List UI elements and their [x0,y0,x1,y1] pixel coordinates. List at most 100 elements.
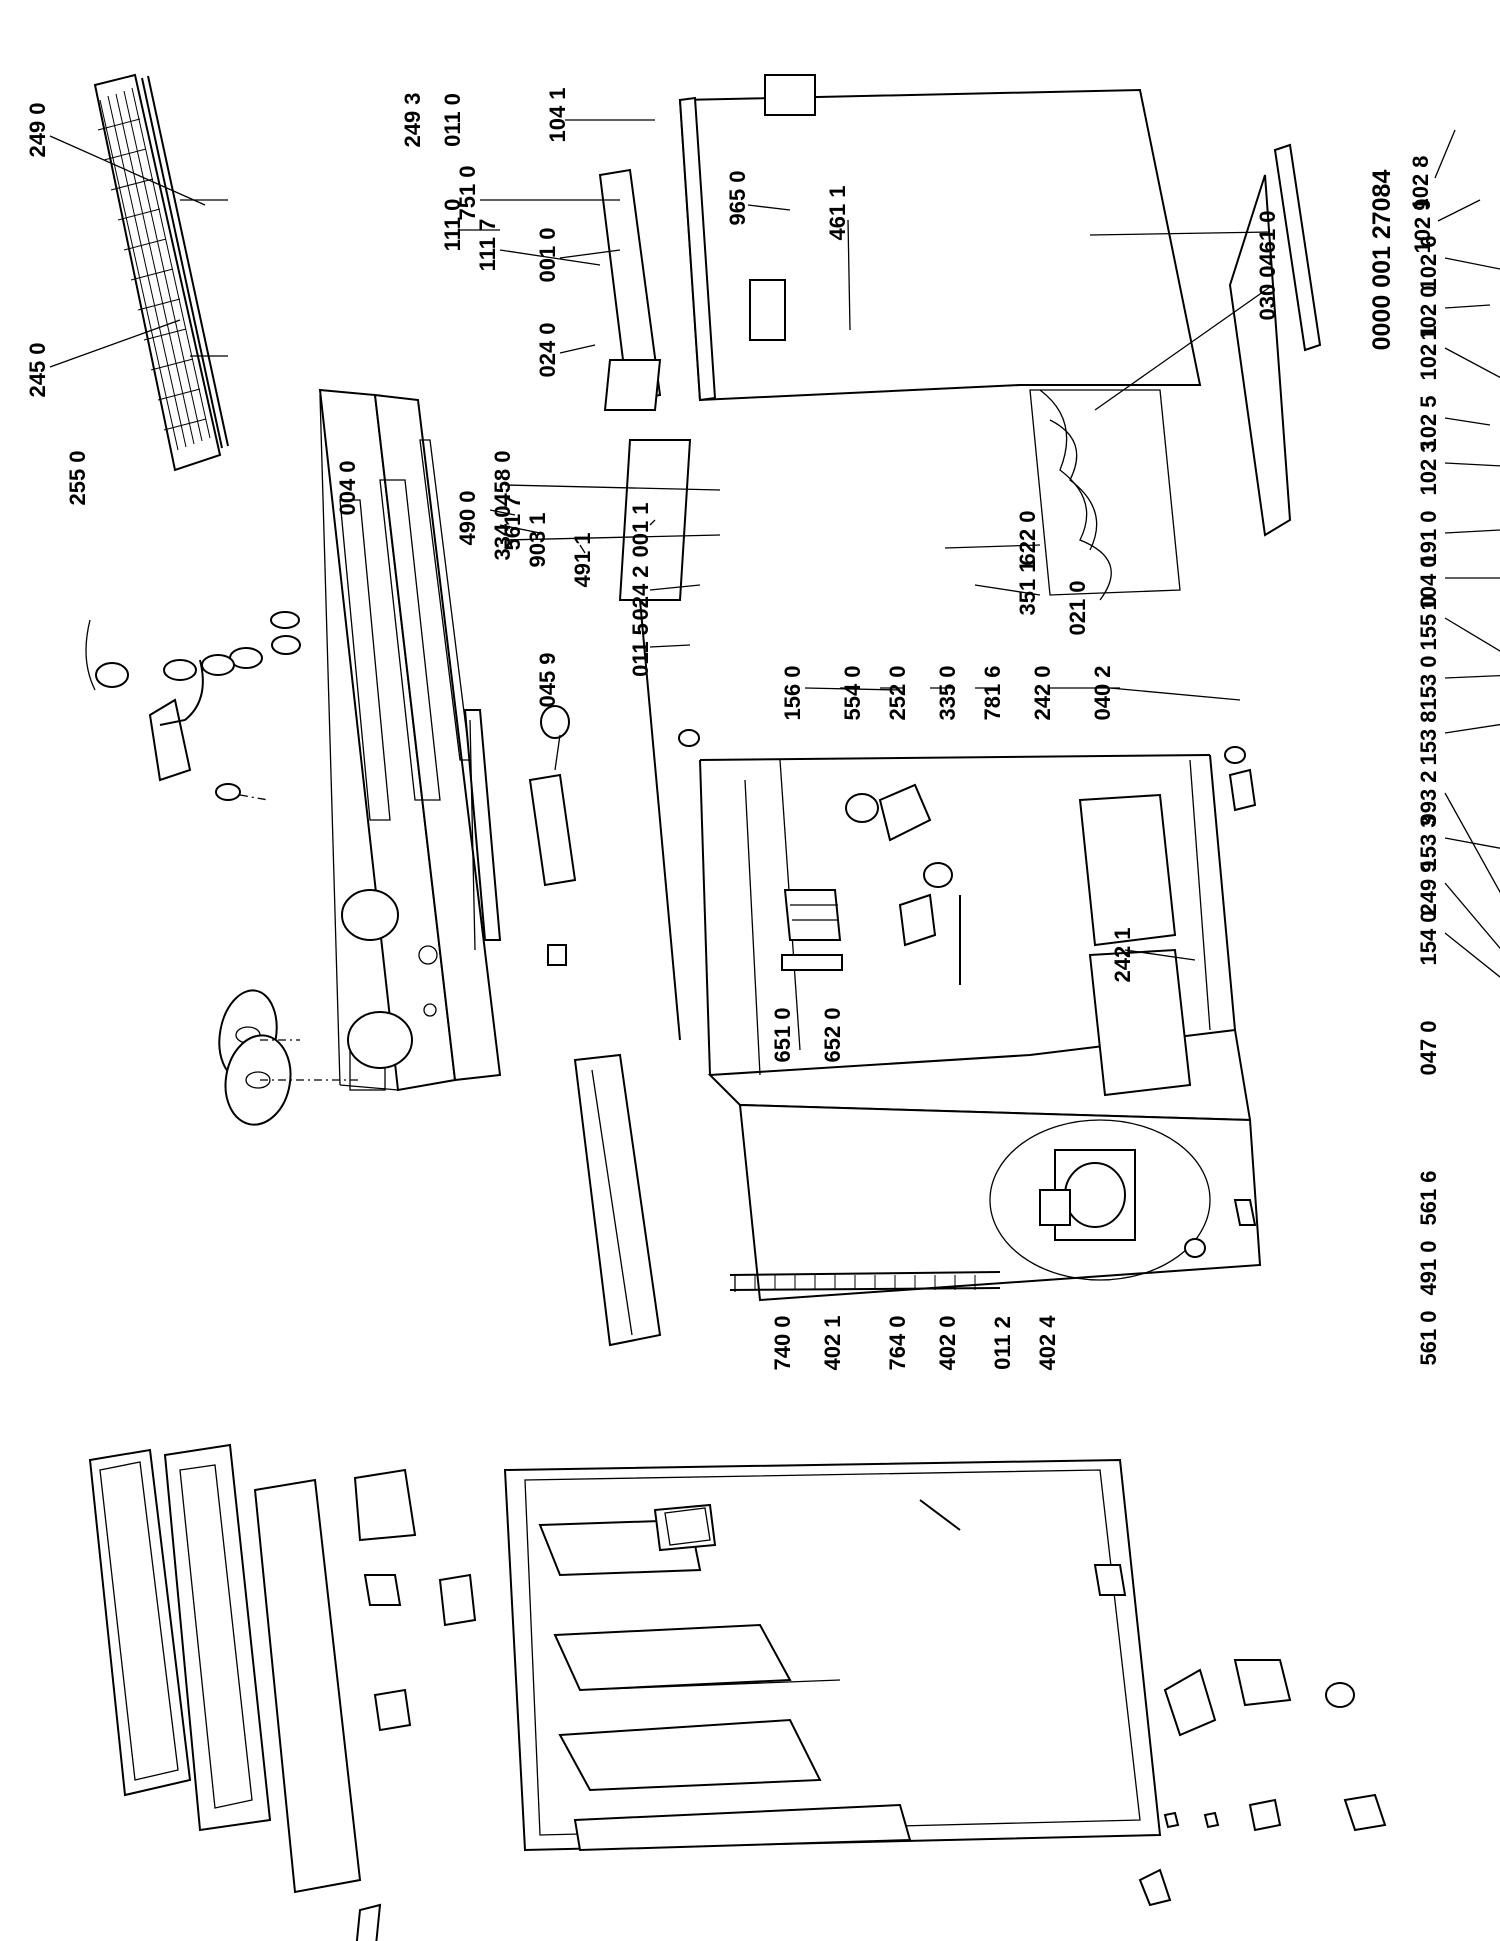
part-label-252-0: 252 0 [885,665,910,720]
part-label-561-0: 561 0 [1416,1310,1441,1365]
part-label-993-2: 993 2 [1416,770,1441,825]
leader-line [1444,674,1500,679]
part-label-335-0: 335 0 [935,665,960,720]
part-label-102-1: 102 1 [1416,325,1441,380]
part-label-024-2: 024 2 [628,565,653,620]
parts-drawing [85,73,1387,1941]
part-label-104-0: 104 0 [1416,555,1441,610]
wire-shelf-drawing [93,73,229,472]
leader-line [649,584,701,591]
leader-line [974,584,1041,596]
leader-line [1444,932,1500,978]
part-label-903-1: 903 1 [525,512,550,567]
cabinet-body-drawing [573,729,1262,1347]
part-label-021-0: 021 0 [1065,580,1090,635]
leader-line [649,644,691,648]
part-label-040-2: 040 2 [1090,665,1115,720]
part-label-104-1: 104 1 [545,87,570,142]
leader-line [1434,129,1456,179]
leader-line [1444,462,1500,467]
leader-line [559,344,596,354]
leader-line [1444,417,1491,426]
part-label-030-0: 030 0 [1255,265,1280,320]
drawing-number: 0000 001 27084 [1368,170,1396,351]
part-label-111-7: 111 7 [475,219,500,272]
part-label-191-0: 191 0 [1416,510,1441,565]
part-label-102-6: 102 6 [1416,235,1441,290]
leader-line [1437,199,1481,222]
part-label-351-1: 351 1 [1015,560,1040,615]
part-label-402-1: 402 1 [820,1315,845,1370]
part-label-102-8: 102 8 [1408,155,1433,210]
part-label-153-3: 153 3 [1416,815,1441,870]
part-label-781-6: 781 6 [980,665,1005,720]
part-label-245-0: 245 0 [25,342,50,397]
part-label-461-1: 461 1 [825,185,850,240]
part-label-111-0: 111 0 [440,199,465,252]
leader-line [1444,723,1500,734]
leader-line [49,135,206,206]
leader-line [1124,949,1196,961]
part-label-255-0: 255 0 [65,450,90,505]
part-label-490-0: 490 0 [455,490,480,545]
part-label-965-0: 965 0 [725,170,750,225]
part-label-024-0: 024 0 [535,322,560,377]
leader-line [489,509,516,516]
leader-line [649,519,656,526]
part-label-652-0: 652 0 [820,1007,845,1062]
part-label-249-0: 249 0 [25,102,50,157]
part-label-102-9: 102 9 [1410,198,1435,253]
part-label-242-1: 242 1 [1110,927,1135,982]
leader-line [1444,257,1500,270]
leader-line [1094,286,1271,411]
thermostat-drawing [463,705,577,966]
part-label-153-0: 153 0 [1416,655,1441,710]
leader-line [579,544,586,554]
leader-line [1444,882,1500,950]
part-label-001-1: 001 1 [628,502,653,557]
leader-line [1444,304,1491,309]
leader-line [847,219,851,331]
leader-line [499,249,601,266]
part-label-011-0: 011 0 [440,93,465,147]
leader-line [1089,231,1271,236]
leader-line [49,319,181,368]
part-label-458-0: 458 0 [490,450,515,505]
leader-line [1109,687,1241,701]
part-label-461-0: 461 0 [1255,210,1280,265]
part-label-154-0: 154 0 [1416,910,1441,965]
part-label-561-7: 561 7 [500,495,525,550]
part-label-651-0: 651 0 [770,1007,795,1062]
leader-line [499,524,541,534]
part-label-155-0: 155 0 [1416,595,1441,650]
part-label-004-0: 004 0 [335,460,360,515]
part-label-751-0: 751 0 [455,165,480,220]
leader-line [747,204,791,211]
part-label-740-0: 740 0 [770,1315,795,1370]
leader-line [559,249,621,259]
leader-line [1444,347,1500,379]
leader-line [1444,529,1500,534]
leader-line [504,484,721,491]
worktop-drawing [85,388,502,1126]
cabinet-back-drawing [598,74,1202,1041]
part-label-764-0: 764 0 [885,1315,910,1370]
leader-line [504,534,721,541]
part-label-561-6: 561 6 [1416,1170,1441,1225]
part-label-491-0: 491 0 [1416,1240,1441,1295]
leader-line [944,544,1041,549]
part-label-045-9: 045 9 [535,652,560,707]
part-label-047-0: 047 0 [1416,1020,1441,1075]
part-label-249-3: 249 3 [400,92,425,147]
door-drawing [88,1443,1387,1941]
glass-plate-drawing [1228,143,1322,537]
part-label-153-8: 153 8 [1416,710,1441,765]
part-label-242-0: 242 0 [1030,665,1055,720]
part-label-001-0: 001 0 [535,227,560,282]
part-label-554-0: 554 0 [840,665,865,720]
part-label-402-4: 402 4 [1035,1315,1060,1371]
leader-line [1444,792,1500,894]
part-label-249-9: 249 9 [1416,860,1441,915]
